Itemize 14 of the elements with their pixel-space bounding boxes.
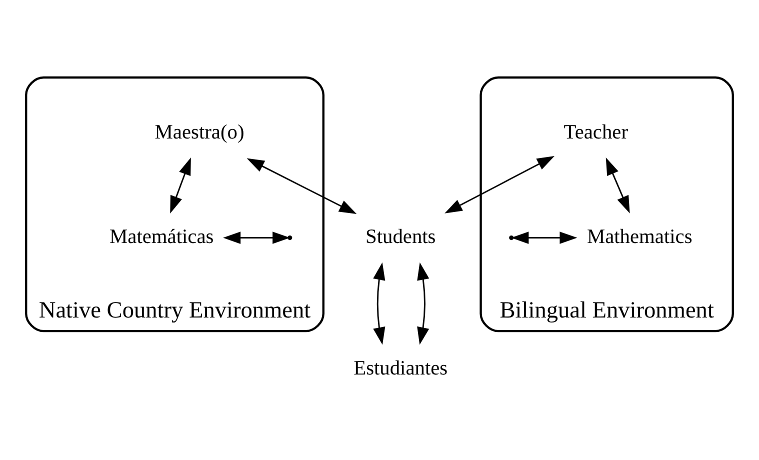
arrow [606,157,630,213]
arrow [170,156,191,213]
arrow [417,262,430,344]
arrow [511,231,578,244]
arrow [373,262,386,344]
arrow [246,158,357,214]
arrow [444,155,555,213]
node-text: Students [366,226,436,248]
node-text: Matemáticas [110,226,214,248]
node-text: Mathematics [586,226,692,248]
arrow [223,231,290,244]
node-text: Maestra(o) [154,120,244,143]
node-text: Estudiantes [354,356,448,379]
node-text: Teacher [564,120,628,143]
